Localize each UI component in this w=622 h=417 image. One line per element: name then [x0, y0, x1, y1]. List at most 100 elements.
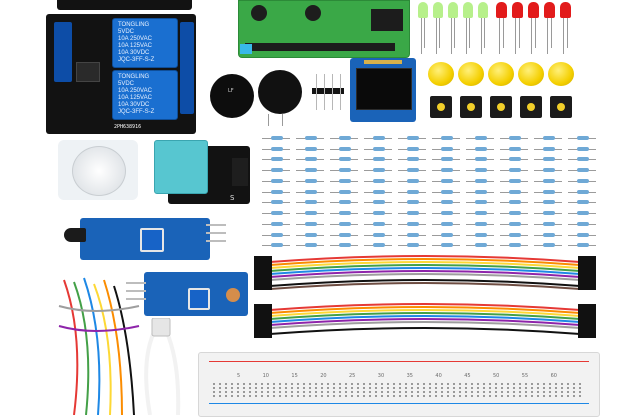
relay-1-brand: TONGLING — [118, 22, 150, 28]
breadboard-number: 55 — [521, 373, 529, 379]
breadboard-hole — [537, 387, 539, 389]
breadboard-hole — [399, 395, 401, 397]
breadboard-hole — [579, 383, 581, 385]
relay-module: TONGLING 5VDC 10A 250VAC 10A 125VAC 10A … — [46, 14, 196, 134]
breadboard-hole — [231, 383, 233, 385]
breadboard-hole — [465, 387, 467, 389]
breadboard-hole — [417, 387, 419, 389]
resistor-grid — [260, 132, 600, 250]
breadboard-hole — [339, 391, 341, 393]
relay-2-line-3: 10A 125VAC — [118, 95, 152, 101]
resistor — [543, 221, 555, 226]
resistor — [407, 200, 419, 205]
relay-2-line-1: 5VDC — [118, 81, 135, 87]
breadboard-hole — [531, 383, 533, 385]
breadboard-hole — [495, 387, 497, 389]
breadboard-hole — [429, 387, 431, 389]
yellow-cap — [428, 62, 454, 86]
resistor — [373, 189, 385, 194]
breadboard-hole — [351, 391, 353, 393]
breadboard-hole — [285, 391, 287, 393]
breadboard-hole — [219, 383, 221, 385]
breadboard-hole — [567, 387, 569, 389]
breadboard-hole — [381, 387, 383, 389]
breadboard-hole — [237, 395, 239, 397]
breadboard-hole — [483, 383, 485, 385]
breadboard-hole — [333, 395, 335, 397]
breadboard-hole — [237, 383, 239, 385]
breadboard-hole — [345, 383, 347, 385]
breadboard-hole — [435, 391, 437, 393]
breadboard-hole — [417, 395, 419, 397]
resistor — [339, 178, 351, 183]
relay-2: TONGLING 5VDC 10A 250VAC 10A 125VAC 10A … — [112, 70, 178, 120]
pir-sensor — [58, 140, 138, 200]
breadboard-hole — [411, 387, 413, 389]
breadboard-hole — [441, 391, 443, 393]
green-led — [418, 2, 428, 18]
breadboard-hole — [303, 383, 305, 385]
breadboard-hole — [249, 395, 251, 397]
breadboard-hole — [573, 387, 575, 389]
relay-1-line-3: 10A 125VAC — [118, 43, 152, 49]
resistor — [373, 200, 385, 205]
resistor — [441, 189, 453, 194]
resistor — [577, 243, 589, 248]
resistor — [271, 157, 283, 162]
breadboard-hole — [567, 383, 569, 385]
breadboard-hole — [213, 387, 215, 389]
resistor — [339, 136, 351, 140]
resistor — [305, 243, 317, 248]
breadboard-hole — [393, 387, 395, 389]
resistor — [577, 232, 589, 237]
breadboard-hole — [483, 391, 485, 393]
resistor — [441, 211, 453, 216]
breadboard-hole — [501, 383, 503, 385]
breadboard-hole — [447, 383, 449, 385]
breadboard-hole — [537, 391, 539, 393]
buzzer-pin — [282, 114, 283, 126]
resistor — [373, 232, 385, 237]
breadboard-hole — [243, 395, 245, 397]
breadboard-hole — [279, 395, 281, 397]
breadboard-hole — [579, 387, 581, 389]
breadboard-hole — [555, 391, 557, 393]
relay-terminal-right — [180, 22, 194, 114]
resistor — [407, 243, 419, 248]
breadboard-hole — [561, 387, 563, 389]
shield-capacitor-1 — [251, 5, 267, 21]
breadboard-hole — [363, 391, 365, 393]
breadboard-hole — [261, 391, 263, 393]
resistor — [509, 157, 521, 162]
breadboard-hole — [375, 395, 377, 397]
breadboard-hole — [261, 383, 263, 385]
resistor — [543, 178, 555, 183]
resistor — [475, 200, 487, 205]
breadboard-hole — [237, 387, 239, 389]
breadboard-hole — [387, 395, 389, 397]
breadboard-number: 40 — [435, 373, 442, 379]
resistor — [271, 200, 283, 205]
breadboard-hole — [357, 395, 359, 397]
breadboard-hole — [213, 383, 215, 385]
breadboard-hole — [555, 383, 557, 385]
breadboard-hole — [243, 391, 245, 393]
breadboard-hole — [279, 387, 281, 389]
breadboard-hole — [279, 391, 281, 393]
breadboard-hole — [549, 391, 551, 393]
resistor — [543, 136, 555, 140]
breadboard-hole — [231, 391, 233, 393]
breadboard-hole — [399, 387, 401, 389]
resistor — [577, 189, 589, 194]
breadboard-hole — [471, 391, 473, 393]
breadboard-number: 20 — [320, 373, 327, 379]
resistor — [509, 168, 521, 173]
breadboard-hole — [411, 395, 413, 397]
breadboard-hole — [303, 387, 305, 389]
breadboard-hole — [387, 383, 389, 385]
resistor — [271, 232, 283, 237]
breadboard-hole — [339, 395, 341, 397]
breadboard-hole — [249, 387, 251, 389]
breadboard-hole — [477, 383, 479, 385]
breadboard-hole — [459, 391, 461, 393]
